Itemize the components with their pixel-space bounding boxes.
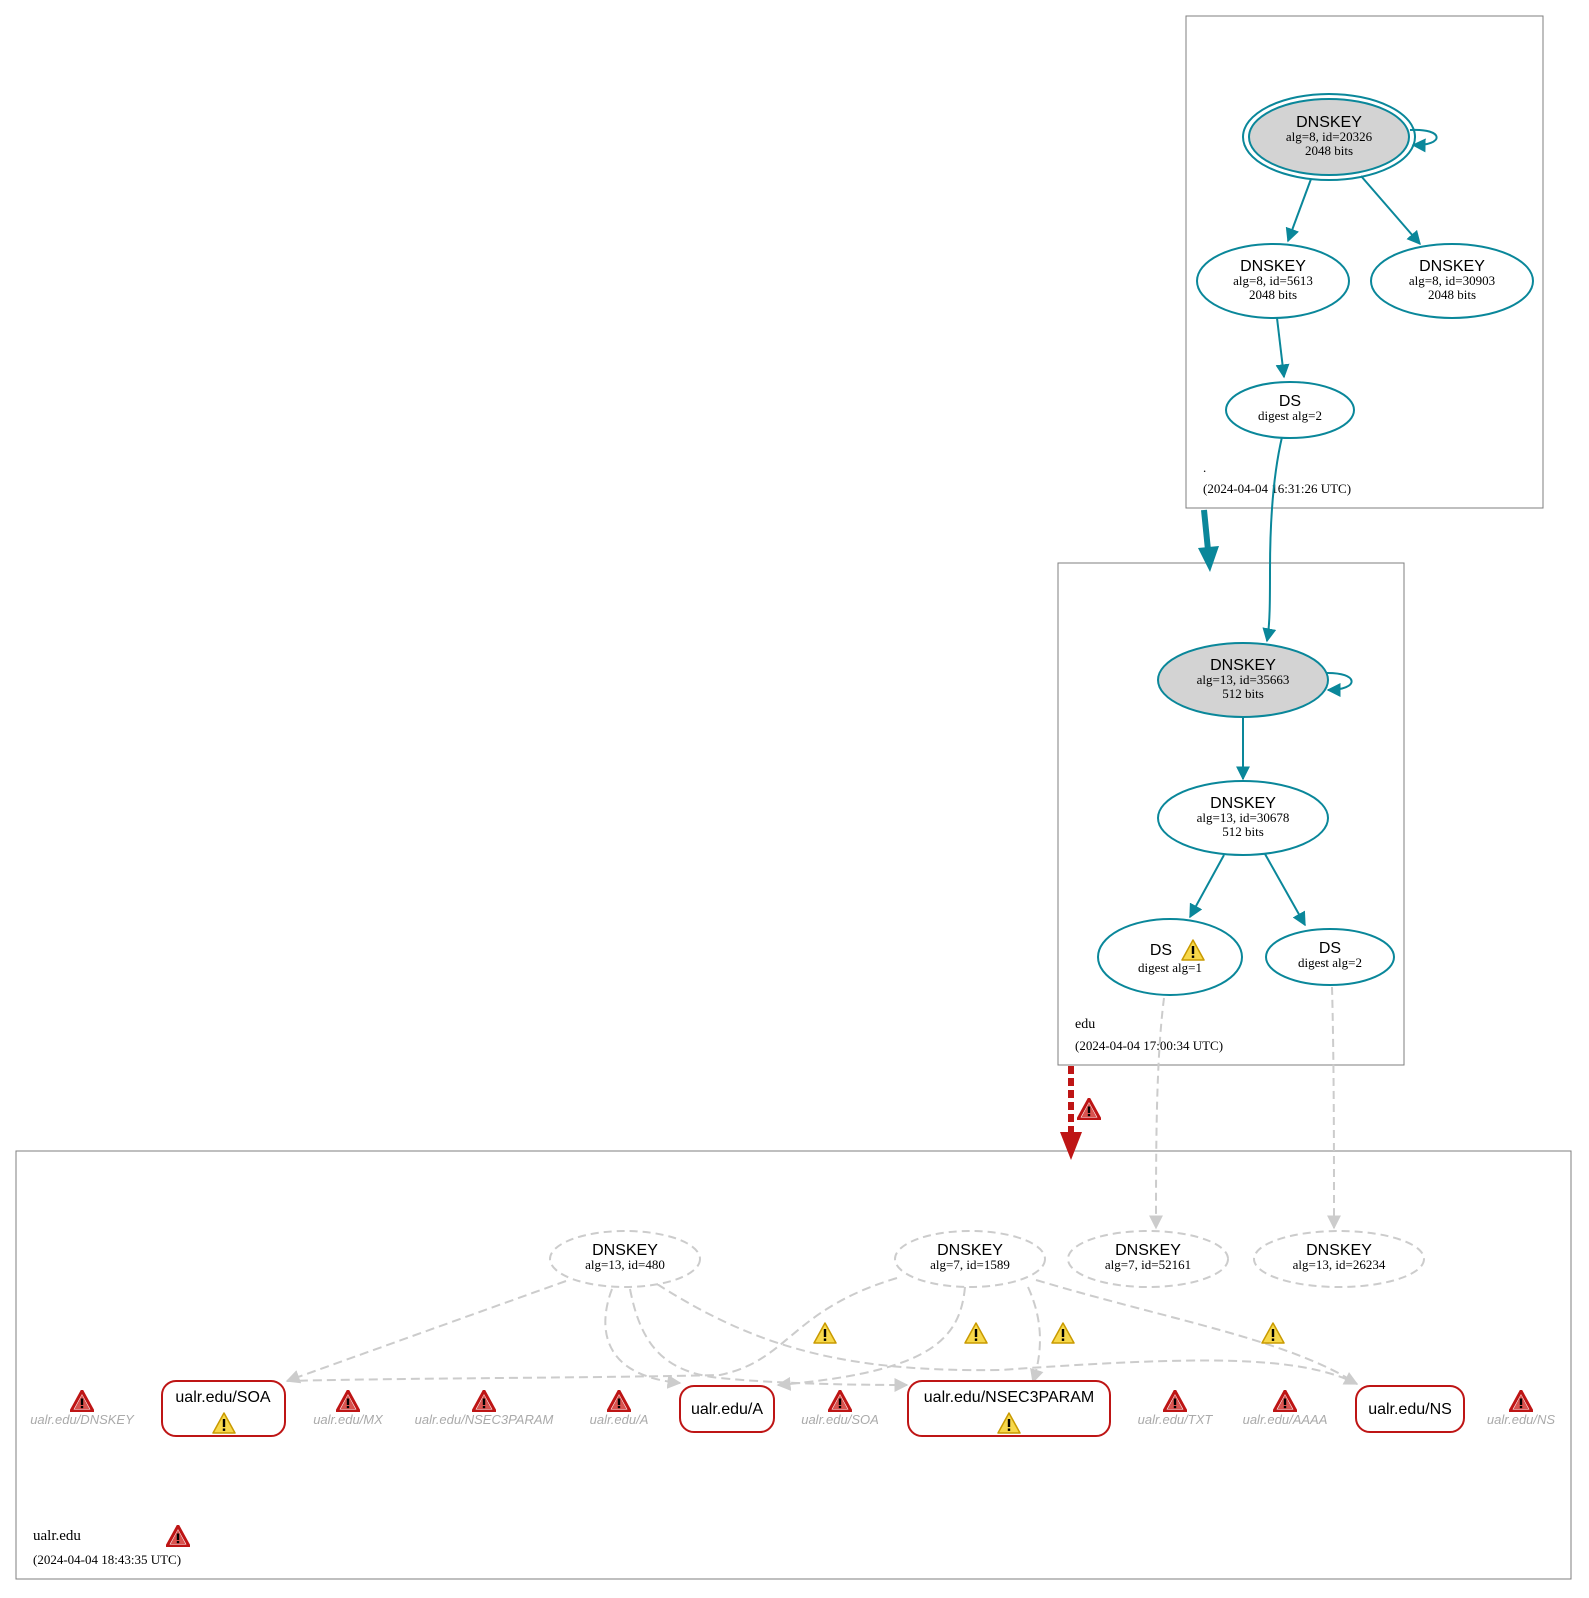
node-detail: 2048 bits xyxy=(1305,143,1353,158)
zone-name: ualr.edu xyxy=(33,1528,81,1544)
warning-icon xyxy=(964,1322,988,1344)
error-icon xyxy=(1163,1390,1187,1412)
missing-rrset[interactable]: ualr.edu/A xyxy=(590,1390,649,1427)
rrset-label: ualr.edu/SOA xyxy=(175,1389,271,1406)
error-icon xyxy=(828,1390,852,1412)
node-title: DNSKEY xyxy=(1306,1242,1372,1259)
missing-rrset[interactable]: ualr.edu/MX xyxy=(313,1390,384,1427)
zone-name: . xyxy=(1203,460,1206,475)
zone-edu: edu (2024-04-04 17:00:34 UTC) xyxy=(1057,562,1405,1066)
error-icon xyxy=(472,1390,496,1412)
error-icon xyxy=(607,1390,631,1412)
error-icon xyxy=(1077,1098,1101,1120)
dnskey-node[interactable]: DNSKEY alg=13, id=26234 xyxy=(1253,1230,1425,1288)
rrset-label: ualr.edu/A xyxy=(691,1401,763,1418)
error-icon xyxy=(1509,1390,1533,1412)
ds-node[interactable]: DS digest alg=2 xyxy=(1265,928,1395,986)
node-title: DNSKEY xyxy=(1296,114,1362,131)
node-detail: alg=8, id=30903 xyxy=(1409,273,1495,288)
dnskey-node[interactable]: DNSKEY alg=8, id=20326 2048 bits xyxy=(1242,93,1416,181)
rrset-node-nsec3param[interactable]: ualr.edu/NSEC3PARAM xyxy=(907,1380,1111,1437)
node-detail: alg=13, id=30678 xyxy=(1197,810,1290,825)
warning-icon xyxy=(1261,1322,1285,1344)
node-detail: alg=7, id=52161 xyxy=(1105,1257,1191,1272)
ualr-edges xyxy=(285,1277,1359,1392)
zone-timestamp: (2024-04-04 18:43:35 UTC) xyxy=(33,1552,181,1567)
node-title: DNSKEY xyxy=(1210,795,1276,812)
node-detail: digest alg=2 xyxy=(1298,955,1362,970)
node-detail: 2048 bits xyxy=(1249,287,1297,302)
missing-rrset-label: ualr.edu/MX xyxy=(313,1412,384,1427)
node-detail: alg=8, id=5613 xyxy=(1233,273,1313,288)
node-detail: alg=13, id=35663 xyxy=(1197,672,1290,687)
warning-icon xyxy=(813,1322,837,1344)
missing-rrset[interactable]: ualr.edu/SOA xyxy=(801,1390,879,1427)
node-detail: alg=7, id=1589 xyxy=(930,1257,1010,1272)
rrset-label: ualr.edu/NSEC3PARAM xyxy=(924,1389,1094,1406)
missing-rrset-label: ualr.edu/A xyxy=(590,1412,649,1427)
dnskey-node[interactable]: DNSKEY alg=13, id=480 xyxy=(549,1230,701,1288)
error-icon xyxy=(166,1525,190,1547)
error-icon xyxy=(70,1390,94,1412)
rrset-node-a[interactable]: ualr.edu/A xyxy=(679,1385,775,1433)
root-edges xyxy=(1198,128,1438,643)
missing-rrset-label: ualr.edu/DNSKEY xyxy=(30,1412,135,1427)
dnskey-node[interactable]: DNSKEY alg=8, id=5613 2048 bits xyxy=(1196,243,1350,319)
rrset-node-ns[interactable]: ualr.edu/NS xyxy=(1355,1385,1465,1433)
error-icon xyxy=(1273,1390,1297,1412)
missing-rrset[interactable]: ualr.edu/NSEC3PARAM xyxy=(415,1390,554,1427)
missing-rrset-label: ualr.edu/SOA xyxy=(801,1412,879,1427)
dnskey-node[interactable]: DNSKEY alg=7, id=52161 xyxy=(1067,1230,1229,1288)
missing-rrset-label: ualr.edu/AAAA xyxy=(1243,1412,1328,1427)
node-detail: alg=8, id=20326 xyxy=(1286,129,1373,144)
rrset-node-soa[interactable]: ualr.edu/SOA xyxy=(161,1380,286,1437)
node-title: DNSKEY xyxy=(937,1242,1003,1259)
node-detail: digest alg=2 xyxy=(1258,408,1322,423)
node-title: DNSKEY xyxy=(592,1242,658,1259)
node-title: DS xyxy=(1150,942,1172,959)
dnskey-node[interactable]: DNSKEY alg=8, id=30903 2048 bits xyxy=(1370,243,1534,319)
node-title: DNSKEY xyxy=(1240,258,1306,275)
error-icon xyxy=(336,1390,360,1412)
zone-timestamp: (2024-04-04 16:31:26 UTC) xyxy=(1203,481,1351,496)
node-detail: 512 bits xyxy=(1222,824,1264,839)
node-detail: alg=13, id=480 xyxy=(585,1257,665,1272)
edu-edges xyxy=(1060,671,1353,1230)
missing-rrset-label: ualr.edu/TXT xyxy=(1138,1412,1214,1427)
missing-rrset[interactable]: ualr.edu/TXT xyxy=(1138,1390,1214,1427)
node-title: DS xyxy=(1279,393,1301,410)
rrset-label: ualr.edu/NS xyxy=(1368,1401,1452,1418)
missing-rrset[interactable]: ualr.edu/NS xyxy=(1487,1390,1555,1427)
node-detail: alg=13, id=26234 xyxy=(1293,1257,1386,1272)
node-title: DNSKEY xyxy=(1419,258,1485,275)
ds-node[interactable]: DS digest alg=1 xyxy=(1097,918,1243,996)
dnskey-node[interactable]: DNSKEY alg=13, id=35663 512 bits xyxy=(1157,642,1329,718)
dnskey-node[interactable]: DNSKEY alg=13, id=30678 512 bits xyxy=(1157,780,1329,856)
node-detail: 512 bits xyxy=(1222,686,1264,701)
node-title: DS xyxy=(1319,940,1341,957)
missing-rrset[interactable]: ualr.edu/AAAA xyxy=(1243,1390,1328,1427)
warning-icon xyxy=(1051,1322,1075,1344)
node-detail: 2048 bits xyxy=(1428,287,1476,302)
ds-node[interactable]: DS digest alg=2 xyxy=(1225,381,1355,439)
zone-root: . (2024-04-04 16:31:26 UTC) xyxy=(1185,15,1544,509)
missing-rrset-label: ualr.edu/NS xyxy=(1487,1412,1555,1427)
missing-rrset-label: ualr.edu/NSEC3PARAM xyxy=(415,1412,554,1427)
zone-ualr: ualr.edu (2024-04-04 18:43:35 UTC) xyxy=(15,1150,1572,1580)
missing-rrset[interactable]: ualr.edu/DNSKEY xyxy=(30,1390,135,1427)
zone-timestamp: (2024-04-04 17:00:34 UTC) xyxy=(1075,1038,1223,1053)
node-title: DNSKEY xyxy=(1210,657,1276,674)
edge-warnings xyxy=(813,1322,1285,1344)
dnskey-node[interactable]: DNSKEY alg=7, id=1589 xyxy=(894,1230,1046,1288)
node-detail: digest alg=1 xyxy=(1138,960,1202,975)
node-title: DNSKEY xyxy=(1115,1242,1181,1259)
zone-name: edu xyxy=(1075,1017,1095,1032)
